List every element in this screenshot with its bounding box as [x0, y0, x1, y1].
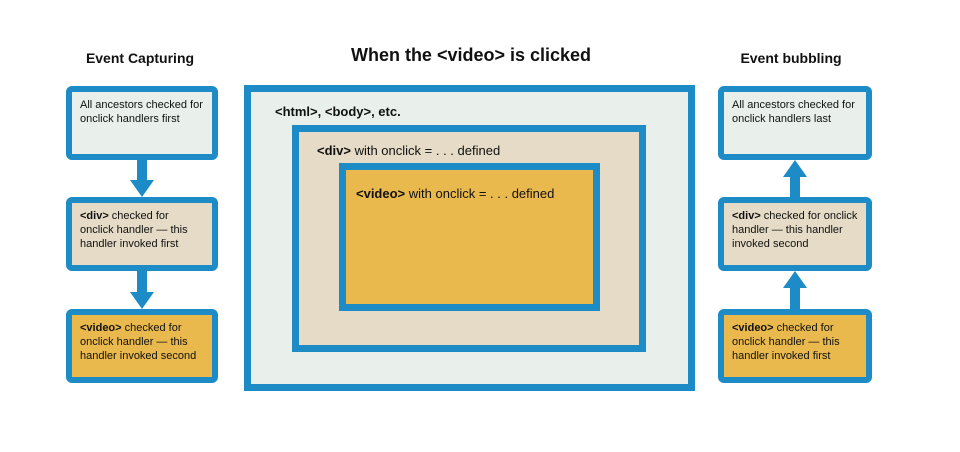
bubbling-ancestors-box: All ancestors checked for onclick handle…: [718, 86, 872, 160]
video-text: with onclick = . . . defined: [405, 186, 555, 201]
capturing-video-box: <video> checked for onclick handler — th…: [66, 309, 218, 383]
capturing-video-text: checked for onclick handler — this handl…: [80, 322, 197, 362]
video-label: <video> with onclick = . . . defined: [356, 186, 554, 202]
main-title: When the <video> is clicked: [350, 45, 592, 65]
capturing-div-box: <div> checked for onclick handler — this…: [66, 197, 218, 271]
capturing-arrow-1-down-icon: [130, 160, 154, 197]
bubbling-div-tag: <div>: [732, 210, 761, 222]
bubbling-ancestors-text: All ancestors checked for onclick handle…: [732, 99, 855, 125]
capturing-ancestors-box: All ancestors checked for onclick handle…: [66, 86, 218, 160]
video-tag: <video>: [356, 186, 406, 201]
html-body-label: <html>, <body>, etc.: [275, 104, 401, 119]
capturing-title: Event Capturing: [85, 50, 195, 66]
capturing-arrow-2-down-icon: [130, 271, 154, 309]
bubbling-arrow-2-up-icon: [783, 271, 807, 309]
capturing-video-tag: <video>: [80, 322, 122, 334]
capturing-div-text: checked for onclick handler — this handl…: [80, 210, 188, 250]
capturing-div-tag: <div>: [80, 210, 109, 222]
bubbling-video-tag: <video>: [732, 322, 774, 334]
div-tag: <div>: [317, 143, 351, 158]
bubbling-video-text: checked for onclick handler — this handl…: [732, 322, 840, 362]
capturing-ancestors-text: All ancestors checked for onclick handle…: [80, 99, 203, 125]
bubbling-div-text: checked for onclick handler — this handl…: [732, 210, 858, 250]
bubbling-title: Event bubbling: [740, 50, 842, 66]
div-text: with onclick = . . . defined: [350, 143, 501, 158]
video-box[interactable]: <video> with onclick = . . . defined: [339, 163, 600, 311]
div-label: <div> with onclick = . . . defined: [317, 143, 500, 159]
bubbling-div-box: <div> checked for onclick handler — this…: [718, 197, 872, 271]
bubbling-video-box: <video> checked for onclick handler — th…: [718, 309, 872, 383]
bubbling-arrow-1-up-icon: [783, 160, 807, 197]
